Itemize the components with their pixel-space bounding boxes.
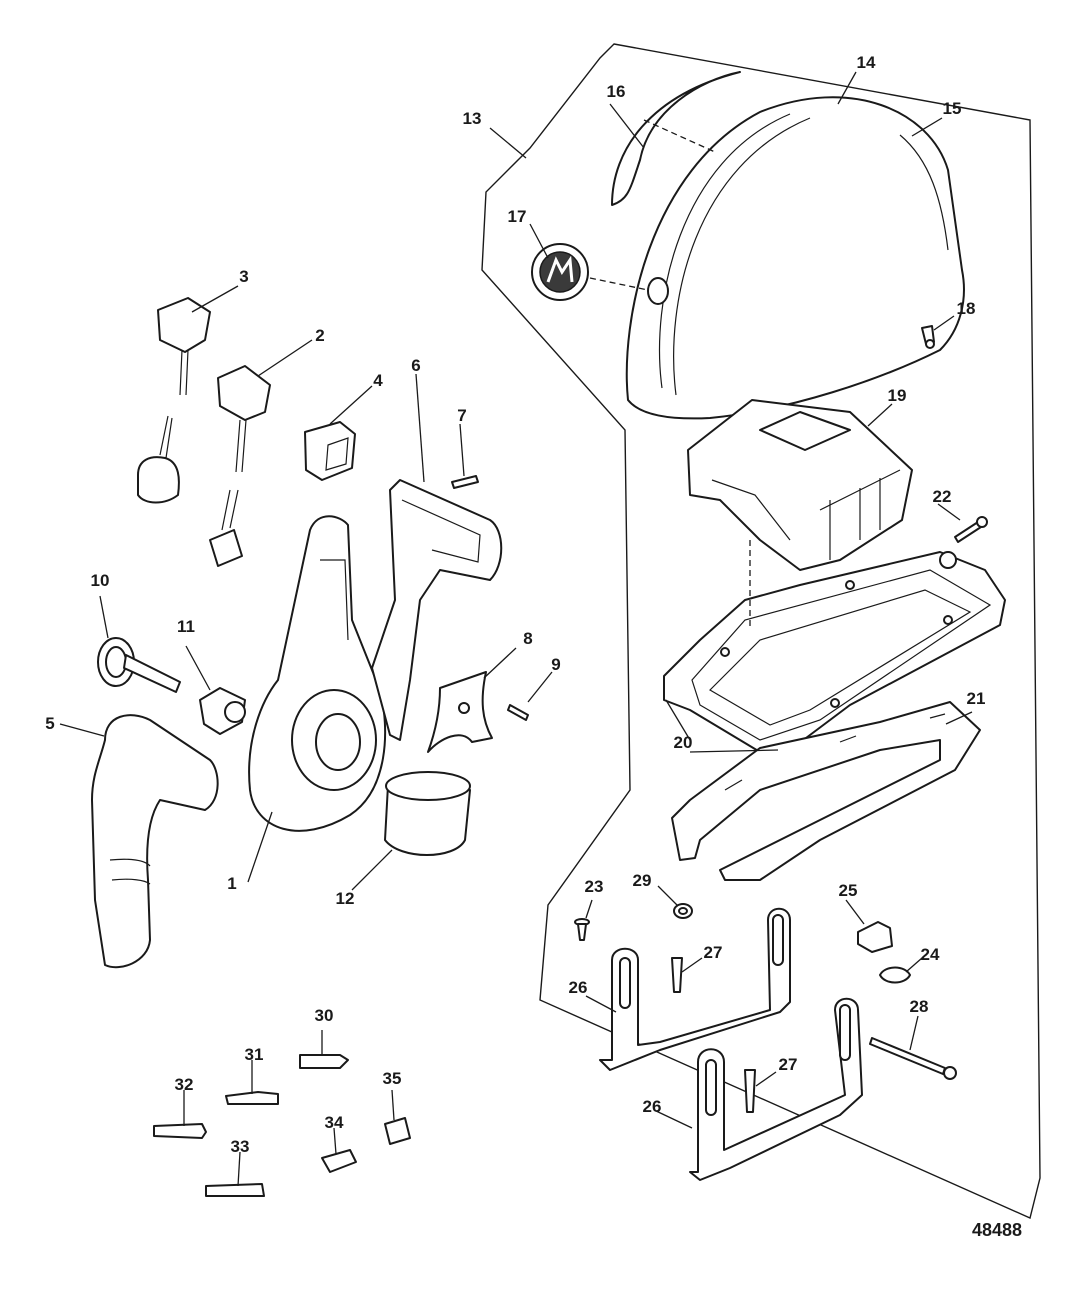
callout-21: 21 (967, 689, 986, 708)
gasket-part (671, 701, 981, 881)
callout-30: 30 (315, 1006, 334, 1025)
connector-2-part (209, 489, 243, 567)
screw-27b-part (744, 1069, 756, 1113)
callout-7: 7 (457, 406, 466, 425)
callout-28: 28 (910, 997, 929, 1016)
callout-1: 1 (227, 874, 236, 893)
bolt-28-part (869, 1037, 957, 1080)
callout-32: 32 (175, 1075, 194, 1094)
callout-5: 5 (45, 714, 54, 733)
callout-33: 33 (231, 1137, 250, 1156)
nut-29-part (673, 903, 693, 919)
assembly-boundary (481, 43, 1041, 1219)
terminal-30-part (299, 1054, 349, 1069)
housing-top-part (687, 399, 913, 571)
clip-34-part (321, 1149, 357, 1173)
ring-12-part (384, 771, 471, 856)
callout-25: 25 (839, 881, 858, 900)
callout-26a: 26 (569, 978, 588, 997)
bracket-26-lower-part (689, 997, 863, 1181)
callout-2: 2 (315, 326, 324, 345)
callout-22: 22 (933, 487, 952, 506)
callout-34: 34 (325, 1113, 344, 1132)
callout-27a: 27 (704, 943, 723, 962)
clip-35-part (384, 1117, 411, 1145)
callout-23: 23 (585, 877, 604, 896)
callout-14: 14 (857, 53, 876, 72)
callouts: 1 2 3 4 5 6 7 8 9 10 11 12 13 14 15 16 1… (45, 53, 985, 1156)
callout-11: 11 (177, 617, 195, 636)
knob-part (97, 637, 181, 693)
callout-17: 17 (508, 207, 527, 226)
callout-35: 35 (383, 1069, 402, 1088)
callout-31: 31 (245, 1045, 264, 1064)
cover-part (611, 71, 965, 420)
clamp-24-part (879, 966, 911, 984)
handle-cover-part (371, 479, 503, 741)
connector-3-part (137, 415, 180, 504)
callout-20: 20 (674, 733, 693, 752)
callout-10: 10 (91, 571, 110, 590)
trim-plate-part (427, 671, 493, 753)
callout-4: 4 (373, 371, 383, 390)
callout-16: 16 (607, 82, 626, 101)
screw-9-part (507, 704, 529, 721)
leader-lines (59, 71, 973, 1187)
base-plate-part (663, 551, 1006, 756)
cap-4-part (304, 421, 356, 481)
switch-3-part (157, 297, 211, 396)
bushing-11-part (199, 687, 246, 735)
switch-2-part (217, 365, 271, 473)
callout-18: 18 (957, 299, 976, 318)
terminal-32-part (153, 1123, 207, 1139)
callout-15: 15 (943, 99, 962, 118)
lever-part (248, 515, 387, 832)
callout-27b: 27 (779, 1055, 798, 1074)
bracket-26-upper-part (599, 907, 791, 1071)
screw-27a-part (671, 957, 683, 993)
alignment-line-16 (643, 119, 716, 153)
screw-22-part (954, 516, 988, 543)
clip-25-part (857, 921, 893, 953)
terminal-31-part (225, 1091, 279, 1105)
sleeve-33-part (205, 1183, 265, 1197)
screw-23-part (574, 918, 590, 941)
handle-part (91, 714, 219, 969)
drawing-number: 48488 (971, 1220, 1022, 1240)
callout-12: 12 (336, 889, 355, 908)
callout-26b: 26 (643, 1097, 662, 1116)
callout-19: 19 (888, 386, 907, 405)
callout-6: 6 (411, 356, 420, 375)
callout-9: 9 (551, 655, 560, 674)
pin-7-part (451, 475, 479, 489)
screw-18-part (921, 325, 935, 349)
callout-3: 3 (239, 267, 248, 286)
callout-8: 8 (523, 629, 532, 648)
callout-13: 13 (463, 109, 482, 128)
logo-badge-part (531, 243, 589, 301)
callout-29: 29 (633, 871, 652, 890)
callout-24: 24 (921, 945, 940, 964)
